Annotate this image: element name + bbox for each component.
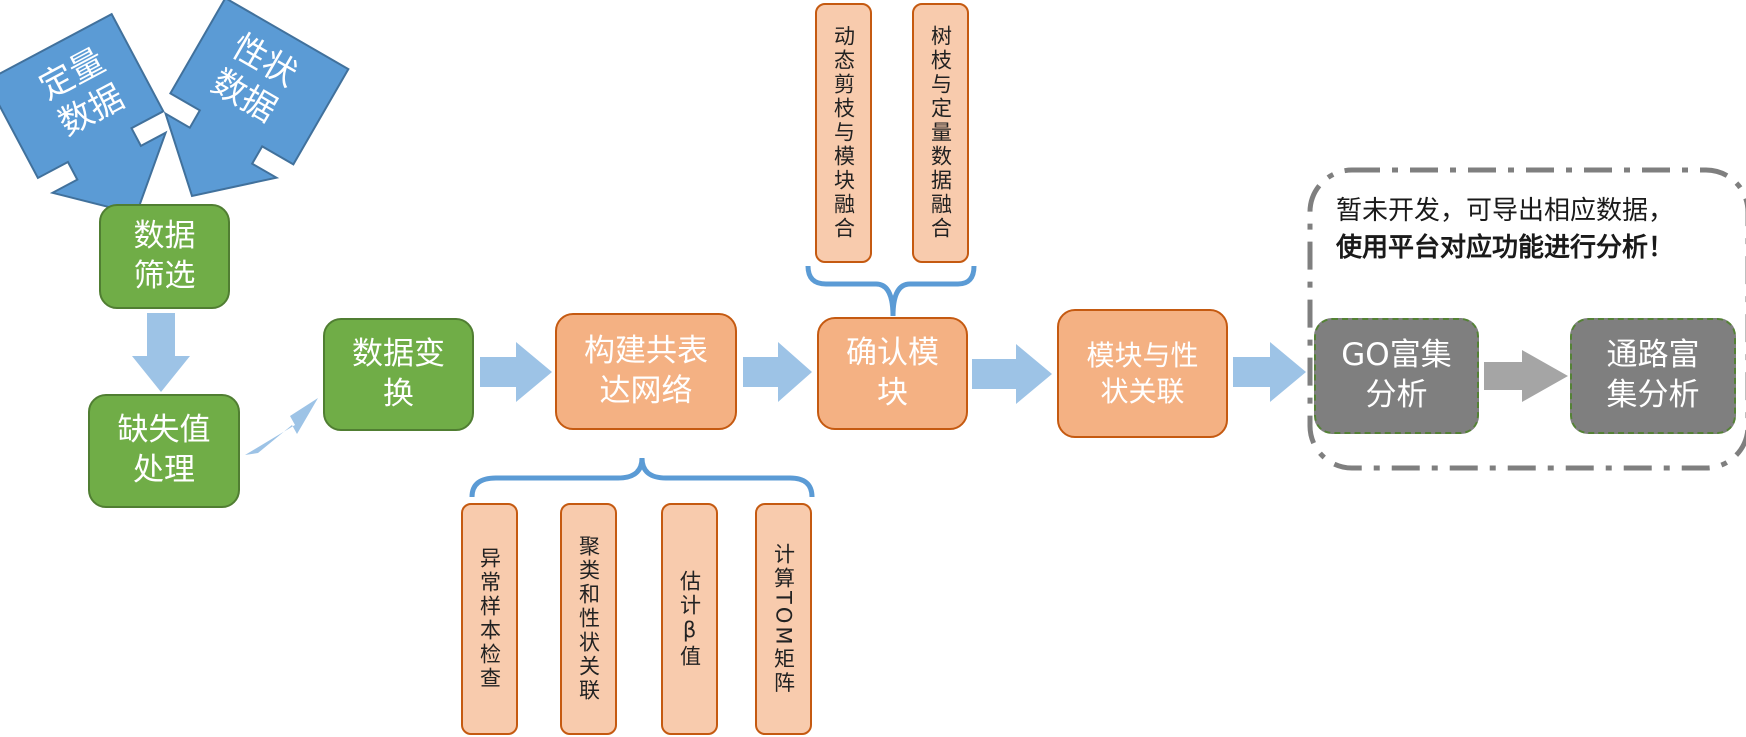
undeveloped-note: 暂未开发，可导出相应数据， 使用平台对应功能进行分析！ <box>1336 193 1716 267</box>
note-line-2: 使用平台对应功能进行分析！ <box>1336 232 1675 263</box>
substep-branch-quant-label: 树枝与定量数据融合 <box>928 25 953 241</box>
substep-dynamic-cut-label: 动态剪枝与模块融合 <box>831 25 856 241</box>
substep-compute-tom[interactable]: 计算TOM矩阵 <box>755 503 812 735</box>
substep-outlier-check[interactable]: 异常样本检查 <box>461 503 518 735</box>
arrow-module-to-trait <box>972 344 1052 404</box>
input-arrow-quant <box>0 12 168 216</box>
step-confirm-module[interactable]: 确认模 块 <box>817 317 968 430</box>
arrow-transform-to-network <box>480 342 552 402</box>
substep-compute-tom-label: 计算TOM矩阵 <box>771 542 796 696</box>
substep-cluster-trait[interactable]: 聚类和性状关联 <box>560 503 617 735</box>
substep-estimate-beta[interactable]: 估计β值 <box>661 503 718 735</box>
arrow-go-to-pathway <box>1484 350 1568 402</box>
step-build-network[interactable]: 构建共表 达网络 <box>555 313 737 430</box>
note-line-1: 暂未开发，可导出相应数据， <box>1336 196 1675 226</box>
arrow-network-to-module <box>743 342 812 402</box>
step-data-transform[interactable]: 数据变 换 <box>323 318 474 431</box>
arrow-trait-to-go <box>1233 342 1306 402</box>
brace-network <box>469 457 815 498</box>
step-module-trait[interactable]: 模块与性 状关联 <box>1057 309 1228 438</box>
brace-module <box>805 265 977 317</box>
input-arrow-trait <box>163 0 350 198</box>
substep-estimate-beta-label: 估计β值 <box>677 569 702 669</box>
step-data-filter[interactable]: 数据 筛选 <box>99 204 230 309</box>
substep-outlier-check-label: 异常样本检查 <box>477 547 502 691</box>
step-missing-value[interactable]: 缺失值 处理 <box>88 394 240 508</box>
substep-cluster-trait-label: 聚类和性状关联 <box>576 535 601 703</box>
substep-branch-quant[interactable]: 树枝与定量数据融合 <box>912 3 969 263</box>
arrow-missing-to-transform <box>245 398 318 455</box>
arrow-filter-to-missing <box>132 313 190 392</box>
step-go-enrichment: GO富集 分析 <box>1314 318 1479 434</box>
step-pathway-enrichment: 通路富 集分析 <box>1570 318 1736 434</box>
substep-dynamic-cut[interactable]: 动态剪枝与模块融合 <box>815 3 872 263</box>
undeveloped-region <box>1307 167 1746 471</box>
